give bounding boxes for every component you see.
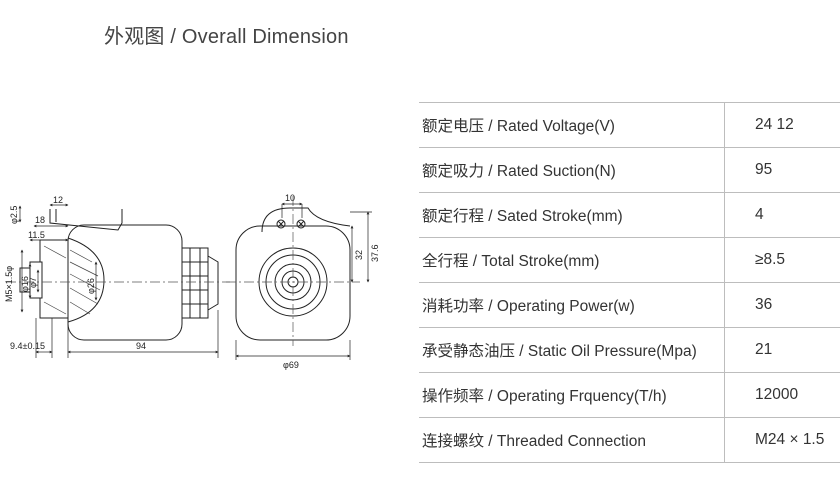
table-row: 额定电压 / Rated Voltage(V) 24 12 [419,102,840,148]
spec-value: 36 [724,282,840,328]
dim-label: φ69 [283,360,299,370]
table-row: 全行程 / Total Stroke(mm) ≥8.5 [419,237,840,283]
spec-value: 12000 [724,372,840,418]
spec-value: M24 × 1.5 [724,417,840,463]
dim-label: 12 [53,195,63,205]
spec-label: 额定行程 / Sated Stroke(mm) [419,192,725,238]
spec-value: ≥8.5 [724,237,840,283]
spec-table: 额定电压 / Rated Voltage(V) 24 12 额定吸力 / Rat… [419,102,840,463]
spec-value: 24 12 [724,102,840,148]
dim-label: φ26 [86,278,96,294]
dim-label: φ2.5 [9,206,19,224]
spec-value: 21 [724,327,840,373]
table-row: 额定吸力 / Rated Suction(N) 95 [419,147,840,193]
dim-label: 11.5 [28,230,45,240]
spec-label: 全行程 / Total Stroke(mm) [419,237,725,283]
spec-value: 95 [724,147,840,193]
spec-label: 连接螺纹 / Threaded Connection [419,417,725,463]
table-row: 操作频率 / Operating Frquency(T/h) 12000 [419,372,840,418]
page-title: 外观图 / Overall Dimension [104,26,349,48]
dim-label: 10 [285,193,295,203]
table-row: 承受静态油压 / Static Oil Pressure(Mpa) 21 [419,327,840,373]
dim-label: 9.4±0.15 [10,341,45,351]
table-row: 连接螺纹 / Threaded Connection M24 × 1.5 [419,417,840,463]
dim-label: 37.6 [370,244,380,262]
spec-label: 消耗功率 / Operating Power(w) [419,282,725,328]
spec-label: 额定吸力 / Rated Suction(N) [419,147,725,193]
table-row: 消耗功率 / Operating Power(w) 36 [419,282,840,328]
side-view [19,209,219,341]
table-row: 额定行程 / Sated Stroke(mm) 4 [419,192,840,238]
dim-label: 94 [136,341,146,351]
dimension-drawing: 12 18 11.5 9.4±0.15 94 φ2.5 M5×1.5φ φ16 … [4,193,380,370]
spec-label: 承受静态油压 / Static Oil Pressure(Mpa) [419,327,725,373]
dim-label: M5×1.5φ [4,266,14,302]
spec-label: 额定电压 / Rated Voltage(V) [419,102,725,148]
dim-label: φ7 [28,277,38,288]
dim-label: 18 [35,215,45,225]
dim-label: φ16 [20,276,30,292]
spec-label: 操作频率 / Operating Frquency(T/h) [419,372,725,418]
spec-value: 4 [724,192,840,238]
dim-label: 32 [354,250,364,260]
